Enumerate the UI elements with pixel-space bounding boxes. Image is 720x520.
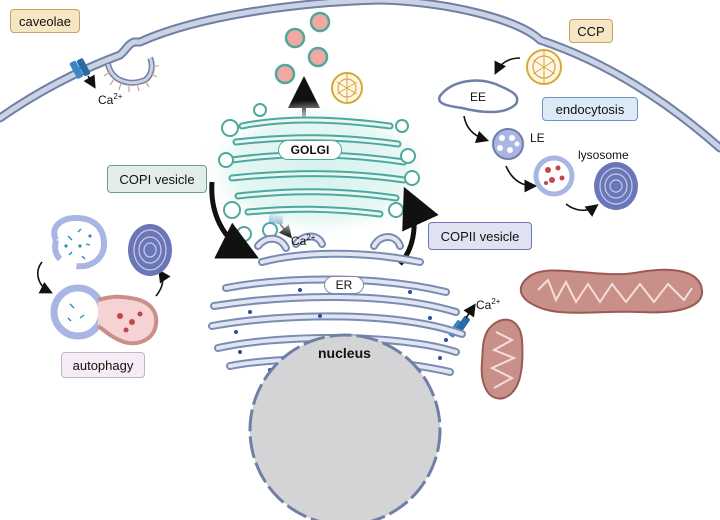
autophagy-label: autophagy: [61, 352, 145, 378]
ca-label-membrane: Ca2+: [98, 92, 122, 107]
caveola-pit: [103, 56, 159, 92]
copi-arrow: [209, 181, 259, 259]
nucleus: [248, 333, 442, 520]
golgi-apparatus: [196, 100, 440, 242]
mitochondrion-icon: [480, 318, 524, 400]
ca-label-er: Ca2+: [476, 297, 500, 312]
autophagy-arrow-1: [37, 261, 53, 294]
residual-body-icon: [594, 162, 638, 210]
golgi-label: GOLGI: [278, 140, 342, 160]
copii-vesicle-label: COPII vesicle: [428, 222, 532, 250]
ee-label: EE: [470, 90, 487, 104]
lysosome-arrow: [565, 203, 599, 217]
autophagy-arrow-2: [155, 269, 171, 297]
plasma-membrane: [0, 0, 720, 153]
le-label: LE: [530, 131, 545, 145]
residual-body-icon: [128, 224, 172, 276]
er-label: ER: [324, 276, 364, 294]
ca-charge: 2+: [491, 297, 501, 306]
ca-label-golgi: Ca2+: [291, 233, 315, 248]
ccp-label: CCP: [569, 19, 613, 43]
lysosome-icon: [533, 155, 575, 197]
mitochondrion-icon: [520, 268, 704, 314]
clathrin-cage-icon: [526, 49, 562, 85]
caveolae-label: caveolae: [10, 9, 80, 33]
ca-text: Ca: [291, 234, 307, 248]
copi-vesicle-label: COPI vesicle: [107, 165, 207, 193]
autolysosome-icon: [50, 284, 159, 346]
calcium-channel-icon: [69, 58, 96, 89]
ca-charge: 2+: [113, 92, 123, 101]
lysosome-label: lysosome: [578, 148, 629, 162]
ca-charge: 2+: [306, 233, 316, 242]
ca-text: Ca: [98, 93, 114, 107]
nucleus-label: nucleus: [318, 345, 371, 361]
secretory-vesicles: [274, 11, 331, 85]
ca-text: Ca: [476, 298, 492, 312]
endocytic-pathway: [438, 57, 538, 193]
endocytosis-label: endocytosis: [542, 97, 638, 121]
clathrin-cage-icon: [331, 72, 363, 104]
autophagosome-icon: [51, 214, 108, 270]
